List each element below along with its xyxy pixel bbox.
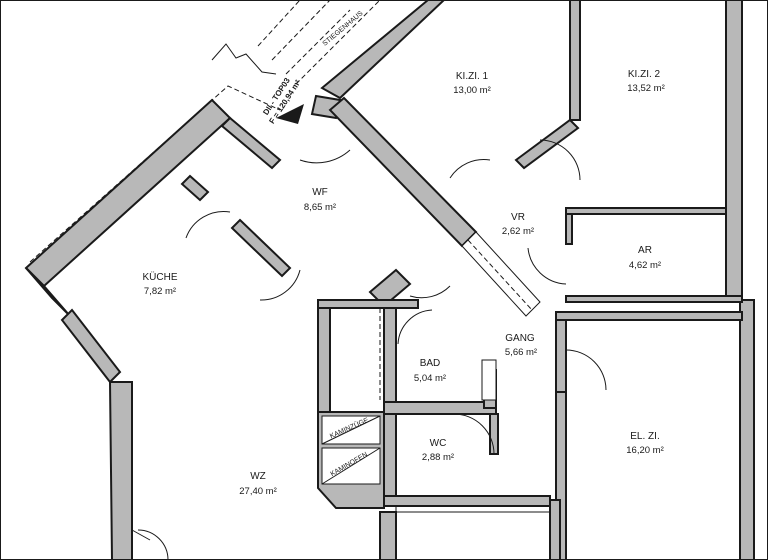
door-entry-arc — [299, 149, 351, 164]
room-elzi-area: 16,20 m² — [626, 445, 664, 456]
wall-elzi-top — [555, 311, 743, 321]
stair-dash-3 — [285, 9, 351, 75]
wall-ar-left — [565, 213, 573, 245]
room-wc-name: WC — [430, 438, 447, 449]
stair-dash-4 — [295, 0, 381, 85]
balcony-dash — [29, 85, 281, 263]
room-ar-name: AR — [638, 245, 652, 256]
door-wz-left — [131, 529, 151, 541]
door-elzi-arc — [565, 349, 607, 391]
room-kizi1-area: 13,00 m² — [453, 85, 491, 96]
wall-ar-bottom — [565, 295, 743, 303]
entry-arrow-icon — [276, 104, 304, 124]
room-kizi2-area: 13,52 m² — [627, 83, 665, 94]
wall-stair-diagonal — [320, 0, 446, 100]
room-wz-name: WZ — [250, 471, 266, 482]
entry-zigzag — [211, 43, 277, 75]
door-kizi2-arc — [539, 139, 581, 181]
wall-shaft-left — [317, 299, 331, 413]
flue-diag-2 — [321, 447, 381, 485]
room-kizi1-name: KI.ZI. 1 — [456, 71, 489, 82]
door-wc-arc — [453, 413, 495, 455]
room-wc-area: 2,88 m² — [422, 452, 454, 463]
room-ar-area: 4,62 m² — [629, 260, 661, 271]
door-wz-bottom-arc — [137, 529, 169, 560]
wall-corridor-bottom — [549, 499, 561, 560]
door-kizi1-arc — [449, 159, 491, 179]
room-bad-area: 5,04 m² — [414, 373, 446, 384]
wall-bath-bottom — [383, 401, 497, 415]
wall-right-upper — [725, 0, 743, 301]
stair-dash-1 — [257, 0, 301, 47]
bath-fixture — [481, 359, 497, 401]
room-wf-area: 8,65 m² — [304, 202, 336, 213]
vr-glazed-opening — [461, 231, 541, 317]
wall-right-lower — [739, 299, 755, 560]
wall-kizi-divider — [569, 0, 581, 121]
wall-bath-left — [383, 307, 397, 409]
door-ar-arc — [527, 247, 567, 285]
room-kueche-name: KÜCHE — [142, 271, 177, 283]
wall-ar-top — [565, 207, 727, 215]
wall-wc-bottom — [383, 495, 551, 507]
room-gang-area: 5,66 m² — [505, 347, 537, 358]
door-kitchen-arc — [185, 211, 231, 239]
room-vr-name: VR — [511, 212, 525, 223]
wall-wz-left — [108, 381, 133, 560]
flue-diag-1 — [321, 415, 381, 445]
door-gang-arc — [409, 285, 451, 299]
door-wz-arc — [259, 269, 301, 301]
room-vr-area: 2,62 m² — [502, 226, 534, 237]
wall-shaft-top-horizontal — [317, 299, 419, 309]
room-elzi-name: EL. ZI. — [630, 431, 659, 442]
wall-kizi1-lower — [514, 118, 580, 170]
wall-kitchen-right — [230, 218, 292, 278]
stair-dash-2 — [271, 0, 331, 61]
wall-kitchen-top — [220, 116, 282, 170]
room-kueche-area: 7,82 m² — [144, 286, 176, 297]
room-kizi2-name: KI.ZI. 2 — [628, 69, 661, 80]
room-wf-name: WF — [312, 187, 328, 198]
door-bad-arc — [397, 309, 433, 345]
wall-kitchen-window — [60, 308, 122, 384]
wall-elzi-left-upper — [555, 315, 567, 397]
staircase-label: STIEGENHAUS — [322, 10, 365, 48]
room-wz-area: 27,40 m² — [239, 486, 277, 497]
wall-wz-right-bottom — [379, 511, 397, 560]
wall-elzi-left-lower — [555, 391, 567, 560]
room-bad-name: BAD — [420, 358, 441, 369]
wall-wc-left — [383, 413, 397, 503]
room-gang-name: GANG — [505, 333, 535, 344]
wall-kitchen-notch — [180, 174, 210, 202]
